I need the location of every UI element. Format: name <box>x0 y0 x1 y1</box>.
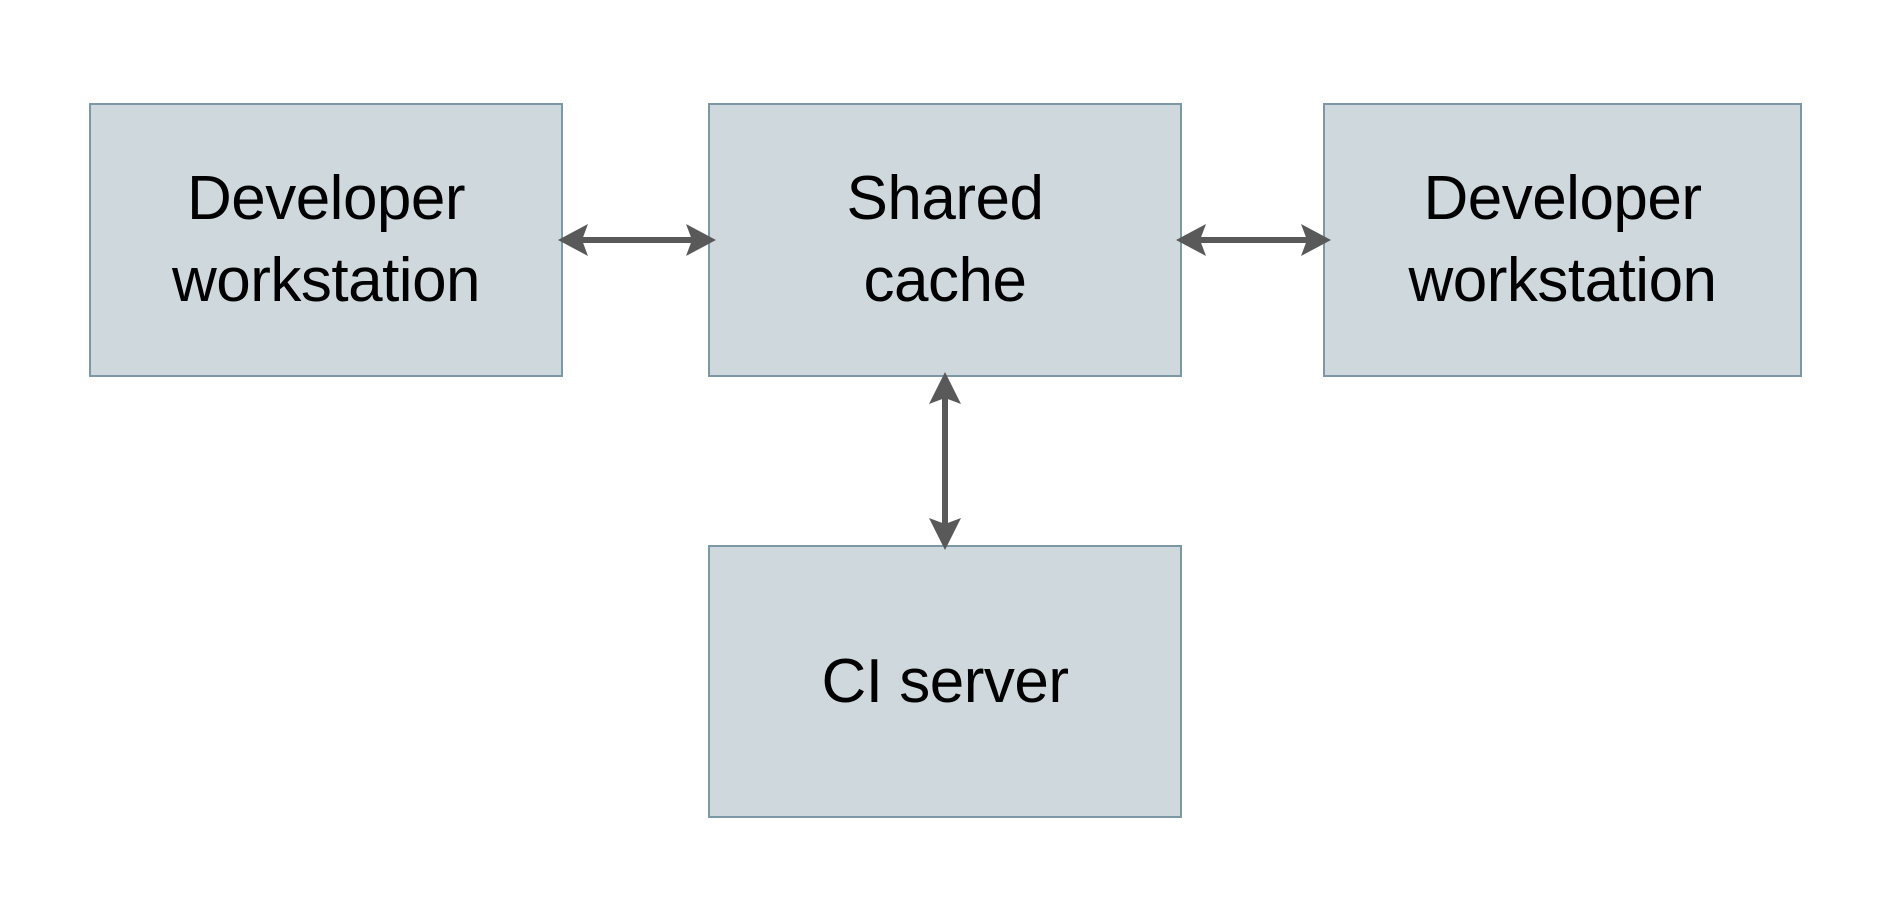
edge-shared-cache-to-ci-server <box>910 372 980 550</box>
edge-developer-workstation-left-to-shared-cache <box>558 205 716 275</box>
node-label: CI server <box>821 646 1069 716</box>
node-label: Developer workstation <box>1408 164 1717 315</box>
node-ci-server[interactable]: CI server <box>708 545 1182 818</box>
double-arrow-icon <box>929 372 961 550</box>
edge-shared-cache-to-developer-workstation-right <box>1176 205 1331 275</box>
node-label: Developer workstation <box>171 164 481 315</box>
node-label: Shared cache <box>846 164 1044 315</box>
double-arrow-icon <box>1176 224 1331 256</box>
node-developer-workstation-right[interactable]: Developer workstation <box>1323 103 1802 377</box>
node-shared-cache[interactable]: Shared cache <box>708 103 1182 377</box>
double-arrow-icon <box>558 224 716 256</box>
node-developer-workstation-left[interactable]: Developer workstation <box>89 103 563 377</box>
